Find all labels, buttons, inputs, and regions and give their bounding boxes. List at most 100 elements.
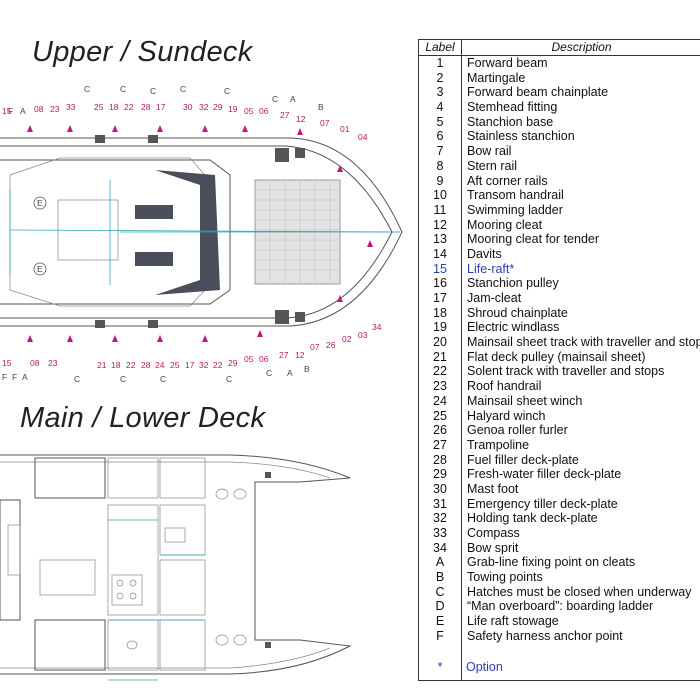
legend-row-description: Forward beam chainplate <box>467 85 609 100</box>
legend-row-description: “Man overboard”: boarding ladder <box>467 599 654 614</box>
svg-text:15: 15 <box>2 358 12 368</box>
legend-row-label: 22 <box>433 364 447 379</box>
legend-row-label: D <box>435 599 445 614</box>
legend-row-label: A <box>435 555 445 570</box>
svg-text:07: 07 <box>310 342 320 352</box>
svg-text:29: 29 <box>213 102 223 112</box>
legend-row-label: F <box>436 628 444 643</box>
legend-row-description: Mast foot <box>467 481 519 496</box>
footnote-symbol: * <box>437 660 443 674</box>
svg-text:C: C <box>74 374 80 384</box>
legend-row-label: 16 <box>433 276 447 291</box>
legend-row-label: 14 <box>433 246 447 261</box>
svg-text:25: 25 <box>94 102 104 112</box>
legend-row-label: 26 <box>433 423 447 438</box>
galley-stove <box>111 574 143 606</box>
legend-row-description: Mooring cleat <box>467 217 543 232</box>
legend-row-description: Flat deck pulley (mainsail sheet) <box>467 349 646 364</box>
svg-text:04: 04 <box>358 132 368 142</box>
legend-row-label: 2 <box>436 70 444 85</box>
svg-text:23: 23 <box>48 358 58 368</box>
legend-row-description: Mooring cleat for tender <box>467 232 600 247</box>
legend-row-description: Electric windlass <box>467 320 560 335</box>
legend-row-label: 1 <box>436 56 444 70</box>
svg-text:06: 06 <box>259 354 269 364</box>
roof-panel <box>155 170 220 295</box>
svg-text:A: A <box>20 106 26 116</box>
legend-row-label: 8 <box>436 158 444 173</box>
svg-text:32: 32 <box>199 102 209 112</box>
lower-deck-details <box>108 519 205 681</box>
forward-cabin-port <box>34 457 106 499</box>
legend-row-label: 27 <box>433 437 447 452</box>
svg-text:21: 21 <box>97 360 107 370</box>
legend-header: Label Description <box>419 40 700 56</box>
legend-row-label: 7 <box>436 144 444 159</box>
legend-row-description: Shroud chainplate <box>467 305 568 320</box>
svg-text:C: C <box>226 374 232 384</box>
svg-text:22: 22 <box>124 102 134 112</box>
raft-marker-upper: E <box>37 198 43 208</box>
legend-row-label: 29 <box>433 467 447 482</box>
salon-table <box>39 559 96 596</box>
legend-row-description: Martingale <box>467 70 526 85</box>
raft-marker-lower: E <box>37 264 43 274</box>
svg-text:F: F <box>12 372 17 382</box>
svg-text:F: F <box>8 106 13 116</box>
svg-text:C: C <box>160 374 166 384</box>
svg-text:05: 05 <box>244 354 254 364</box>
hatch <box>135 205 173 219</box>
legend-row-description: Emergency tiller deck-plate <box>467 496 618 511</box>
legend-row-description: Davits <box>467 246 502 261</box>
upper-deck-heading: Upper / Sundeck <box>32 36 253 68</box>
legend-row-label: 24 <box>433 393 447 408</box>
svg-text:C: C <box>150 86 156 96</box>
legend-row-label: 10 <box>433 188 447 203</box>
legend-row-label: 21 <box>433 349 447 364</box>
svg-text:32: 32 <box>199 360 209 370</box>
svg-text:A: A <box>287 368 293 378</box>
svg-text:C: C <box>266 368 272 378</box>
legend-row-description: Compass <box>467 526 520 540</box>
svg-text:18: 18 <box>111 360 121 370</box>
svg-text:30: 30 <box>183 102 193 112</box>
legend-row-description: Halyard winch <box>467 408 546 423</box>
legend-row-description: Jam-cleat <box>467 291 522 305</box>
legend-row-description: Mainsail sheet winch <box>467 393 583 408</box>
legend-row-description: Life raft stowage <box>467 614 559 629</box>
legend-row-description: Safety harness anchor point <box>467 628 623 643</box>
svg-text:B: B <box>318 102 324 112</box>
legend-row-label: 31 <box>433 496 447 511</box>
bottom-circle-markers: F F A C C C C A B C <box>2 364 310 384</box>
svg-text:08: 08 <box>34 104 44 114</box>
legend-row-label: 5 <box>436 114 444 129</box>
legend-row-description: Holding tank deck-plate <box>467 511 598 526</box>
legend-row-description: Grab-line fixing point on cleats <box>467 555 636 570</box>
svg-text:28: 28 <box>141 360 151 370</box>
upper-deck-plan: E E F A 15 08 23 33 25 18 22 28 17 30 32… <box>0 84 403 384</box>
legend-row-label: C <box>435 584 445 599</box>
legend-row-label: 17 <box>433 291 447 305</box>
svg-text:C: C <box>272 94 278 104</box>
legend-row-description: Roof handrail <box>467 379 542 394</box>
svg-text:01: 01 <box>340 124 350 134</box>
legend-row-label: 32 <box>433 511 447 526</box>
svg-text:12: 12 <box>295 350 305 360</box>
legend-row-label: 34 <box>433 540 447 555</box>
svg-text:08: 08 <box>30 358 40 368</box>
legend-row-description: Genoa roller furler <box>467 423 568 438</box>
legend-row-description: Stanchion base <box>467 114 554 129</box>
legend-row-description: Stanchion pulley <box>467 276 559 291</box>
legend-row-description: Life-raft* <box>467 261 515 276</box>
legend-row-label: 33 <box>433 526 447 540</box>
legend-row-label: B <box>435 570 445 585</box>
svg-text:05: 05 <box>244 106 254 116</box>
legend-row-description: Forward beam <box>467 56 548 70</box>
legend-row-label: 19 <box>433 320 447 335</box>
legend-header-label: Label <box>419 40 462 55</box>
legend-row-label: 18 <box>433 305 447 320</box>
svg-text:12: 12 <box>296 114 306 124</box>
legend-row-label: 20 <box>433 335 447 350</box>
